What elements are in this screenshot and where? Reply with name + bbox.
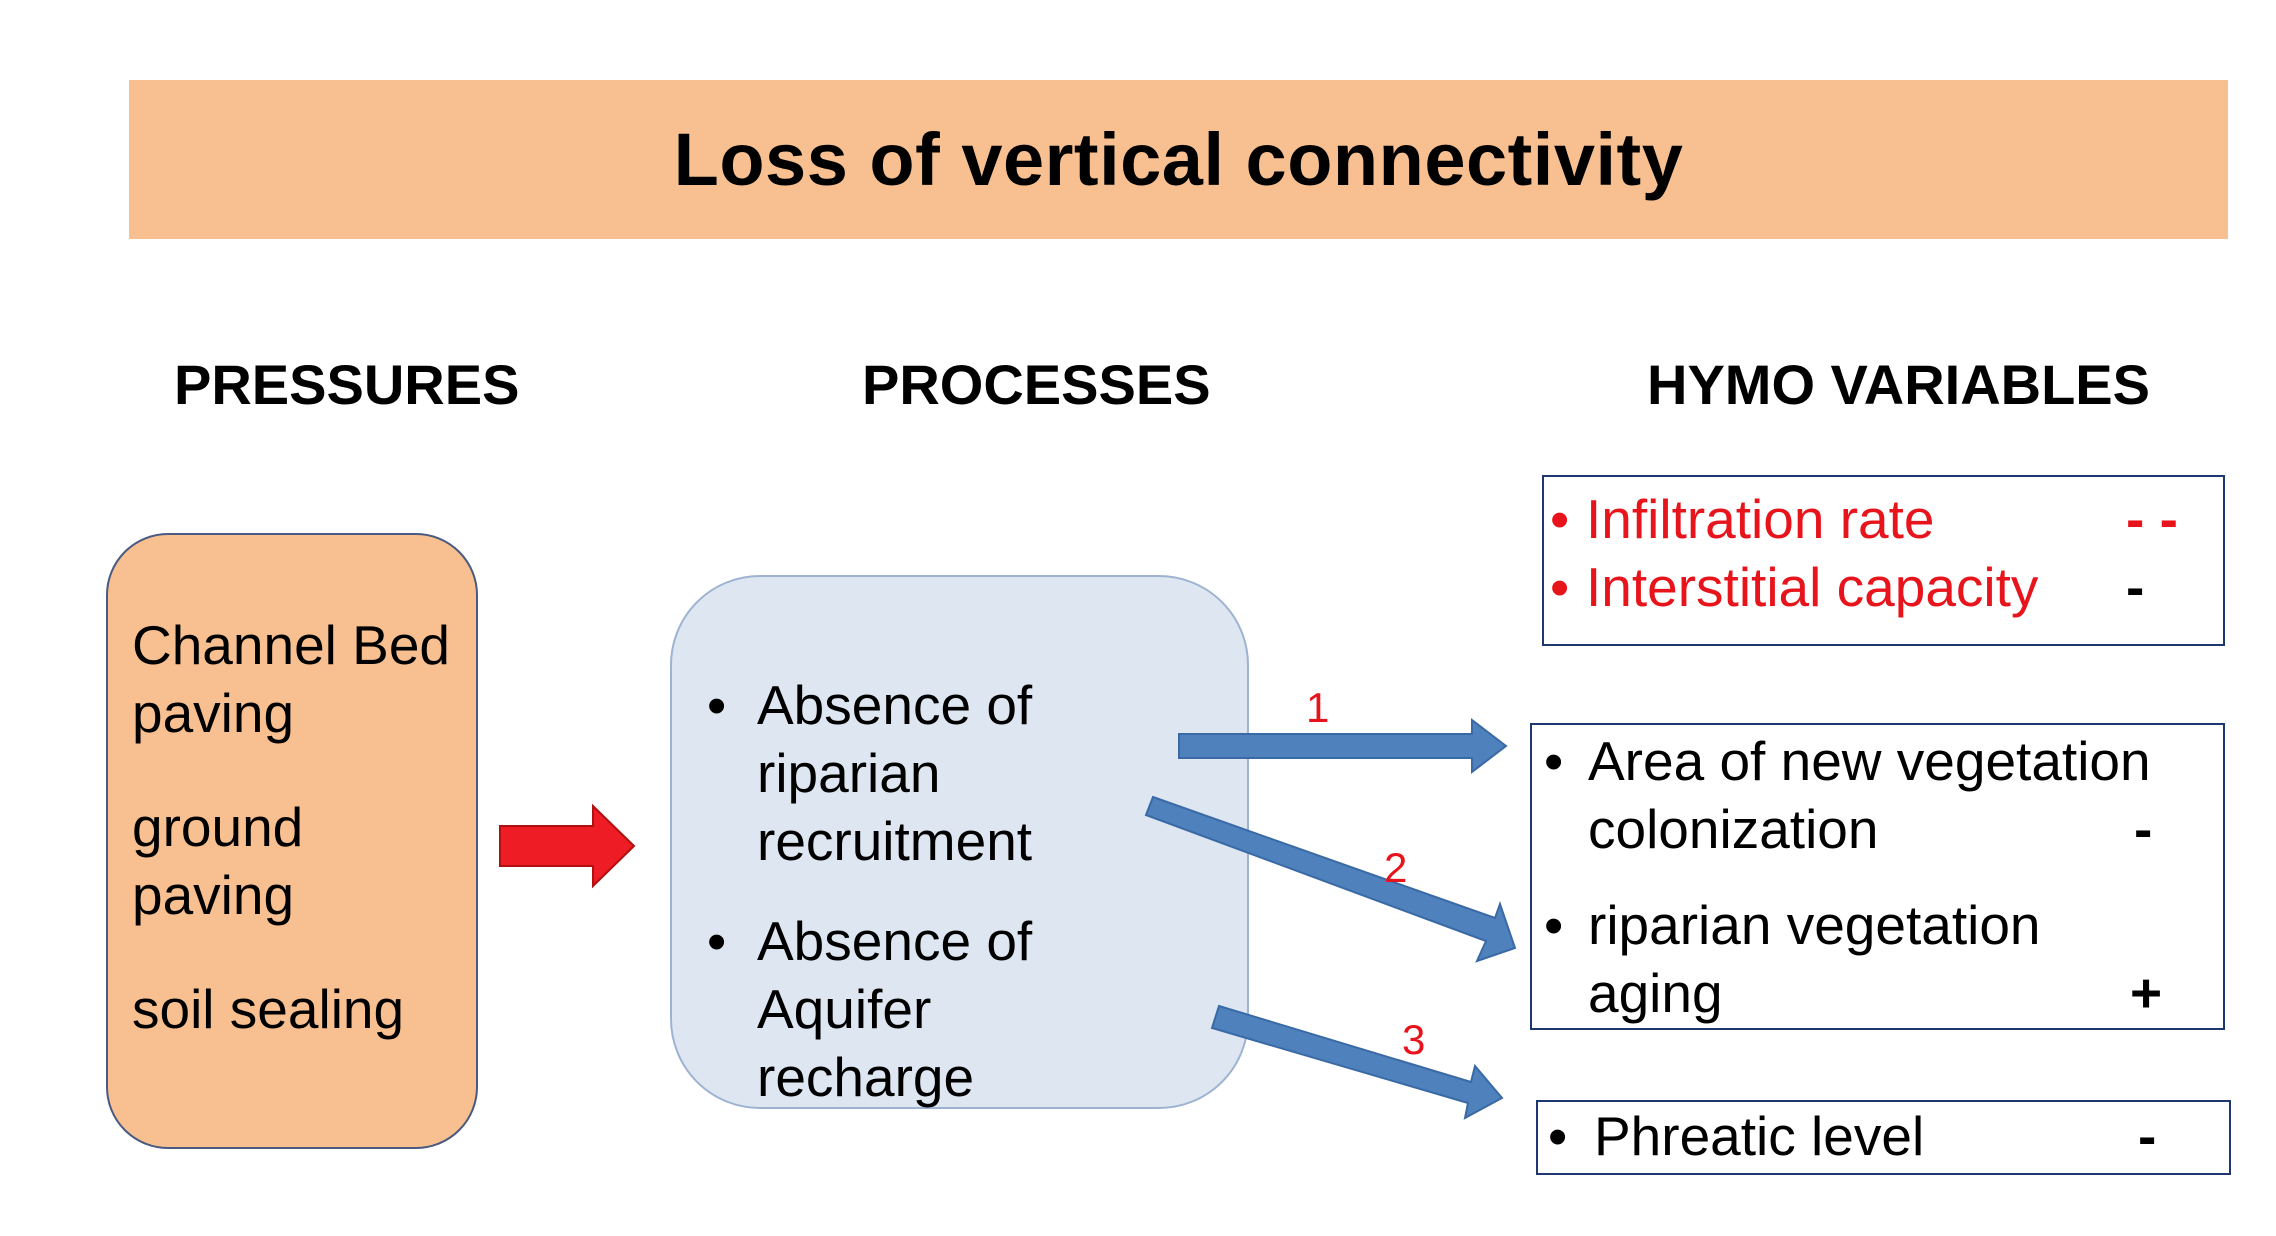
pressure-ground-paving-line2: paving bbox=[132, 864, 295, 926]
hymo-vegetation-aging-line2: aging bbox=[1588, 962, 1723, 1024]
red-arrow bbox=[499, 803, 636, 889]
hymo-vegetation-aging-line1: riparian vegetation bbox=[1588, 894, 2041, 956]
hymo-box-infiltration: • Infiltration rate - - • Interstitial c… bbox=[1542, 475, 2225, 646]
process-line: riparian bbox=[757, 742, 941, 804]
process-line: Absence of bbox=[757, 910, 1033, 972]
hymo-phreatic-level: Phreatic level bbox=[1594, 1105, 1925, 1167]
arrow-3 bbox=[1210, 1004, 1504, 1120]
sign-phreatic-level: - bbox=[2138, 1105, 2157, 1167]
pressure-channel-bed-line2: paving bbox=[132, 682, 295, 744]
arrow-label-1: 1 bbox=[1306, 684, 1329, 731]
process-line: recharge bbox=[757, 1046, 975, 1108]
sign-vegetation-aging: + bbox=[2130, 962, 2163, 1024]
pressure-ground-paving-line1: ground bbox=[132, 796, 304, 858]
process-line: Aquifer bbox=[757, 978, 932, 1040]
header-pressures: PRESSURES bbox=[174, 353, 520, 416]
process-line: recruitment bbox=[757, 810, 1033, 872]
bullet-icon: • bbox=[707, 674, 727, 736]
sign-new-vegetation: - bbox=[2134, 798, 2153, 860]
arrow-label-2: 2 bbox=[1384, 844, 1407, 891]
hymo-bullet-vegetation-aging: • bbox=[1544, 894, 1564, 956]
hymo-infiltration-rate: Infiltration rate bbox=[1586, 488, 1935, 550]
process-item-riparian-recruitment: • Absence of riparian recruitment bbox=[707, 671, 1033, 875]
hymo-new-vegetation-line2: colonization bbox=[1588, 798, 1879, 860]
pressures-box: Channel Bed paving ground paving soil se… bbox=[106, 533, 478, 1149]
hymo-bullet-interstitial: • bbox=[1550, 556, 1570, 618]
title-banner: Loss of vertical connectivity bbox=[129, 80, 2228, 239]
arrow-1 bbox=[1178, 717, 1508, 775]
arrow-label-3: 3 bbox=[1402, 1016, 1425, 1063]
sign-infiltration-rate: - - bbox=[2126, 488, 2178, 550]
hymo-bullet-infiltration: • bbox=[1550, 488, 1570, 550]
arrow-2 bbox=[1144, 795, 1517, 963]
header-processes: PROCESSES bbox=[862, 353, 1211, 416]
process-item-aquifer-recharge: • Absence of Aquifer recharge bbox=[707, 907, 1033, 1111]
pressure-soil-sealing: soil sealing bbox=[132, 978, 405, 1040]
header-hymo-variables: HYMO VARIABLES bbox=[1647, 353, 2150, 416]
process-line: Absence of bbox=[757, 674, 1033, 736]
hymo-bullet-new-vegetation: • bbox=[1544, 730, 1564, 792]
sign-interstitial-capacity: - bbox=[2126, 556, 2145, 618]
hymo-bullet-phreatic: • bbox=[1548, 1105, 1568, 1167]
hymo-new-vegetation-line1: Area of new vegetation bbox=[1588, 730, 2151, 792]
hymo-interstitial-capacity: Interstitial capacity bbox=[1586, 556, 2039, 618]
hymo-box-vegetation: • Area of new vegetation colonization - … bbox=[1530, 723, 2225, 1030]
pressure-channel-bed-line1: Channel Bed bbox=[132, 614, 451, 676]
bullet-icon: • bbox=[707, 910, 727, 972]
hymo-box-phreatic: • Phreatic level - bbox=[1536, 1100, 2231, 1175]
diagram-title: Loss of vertical connectivity bbox=[673, 118, 1684, 201]
